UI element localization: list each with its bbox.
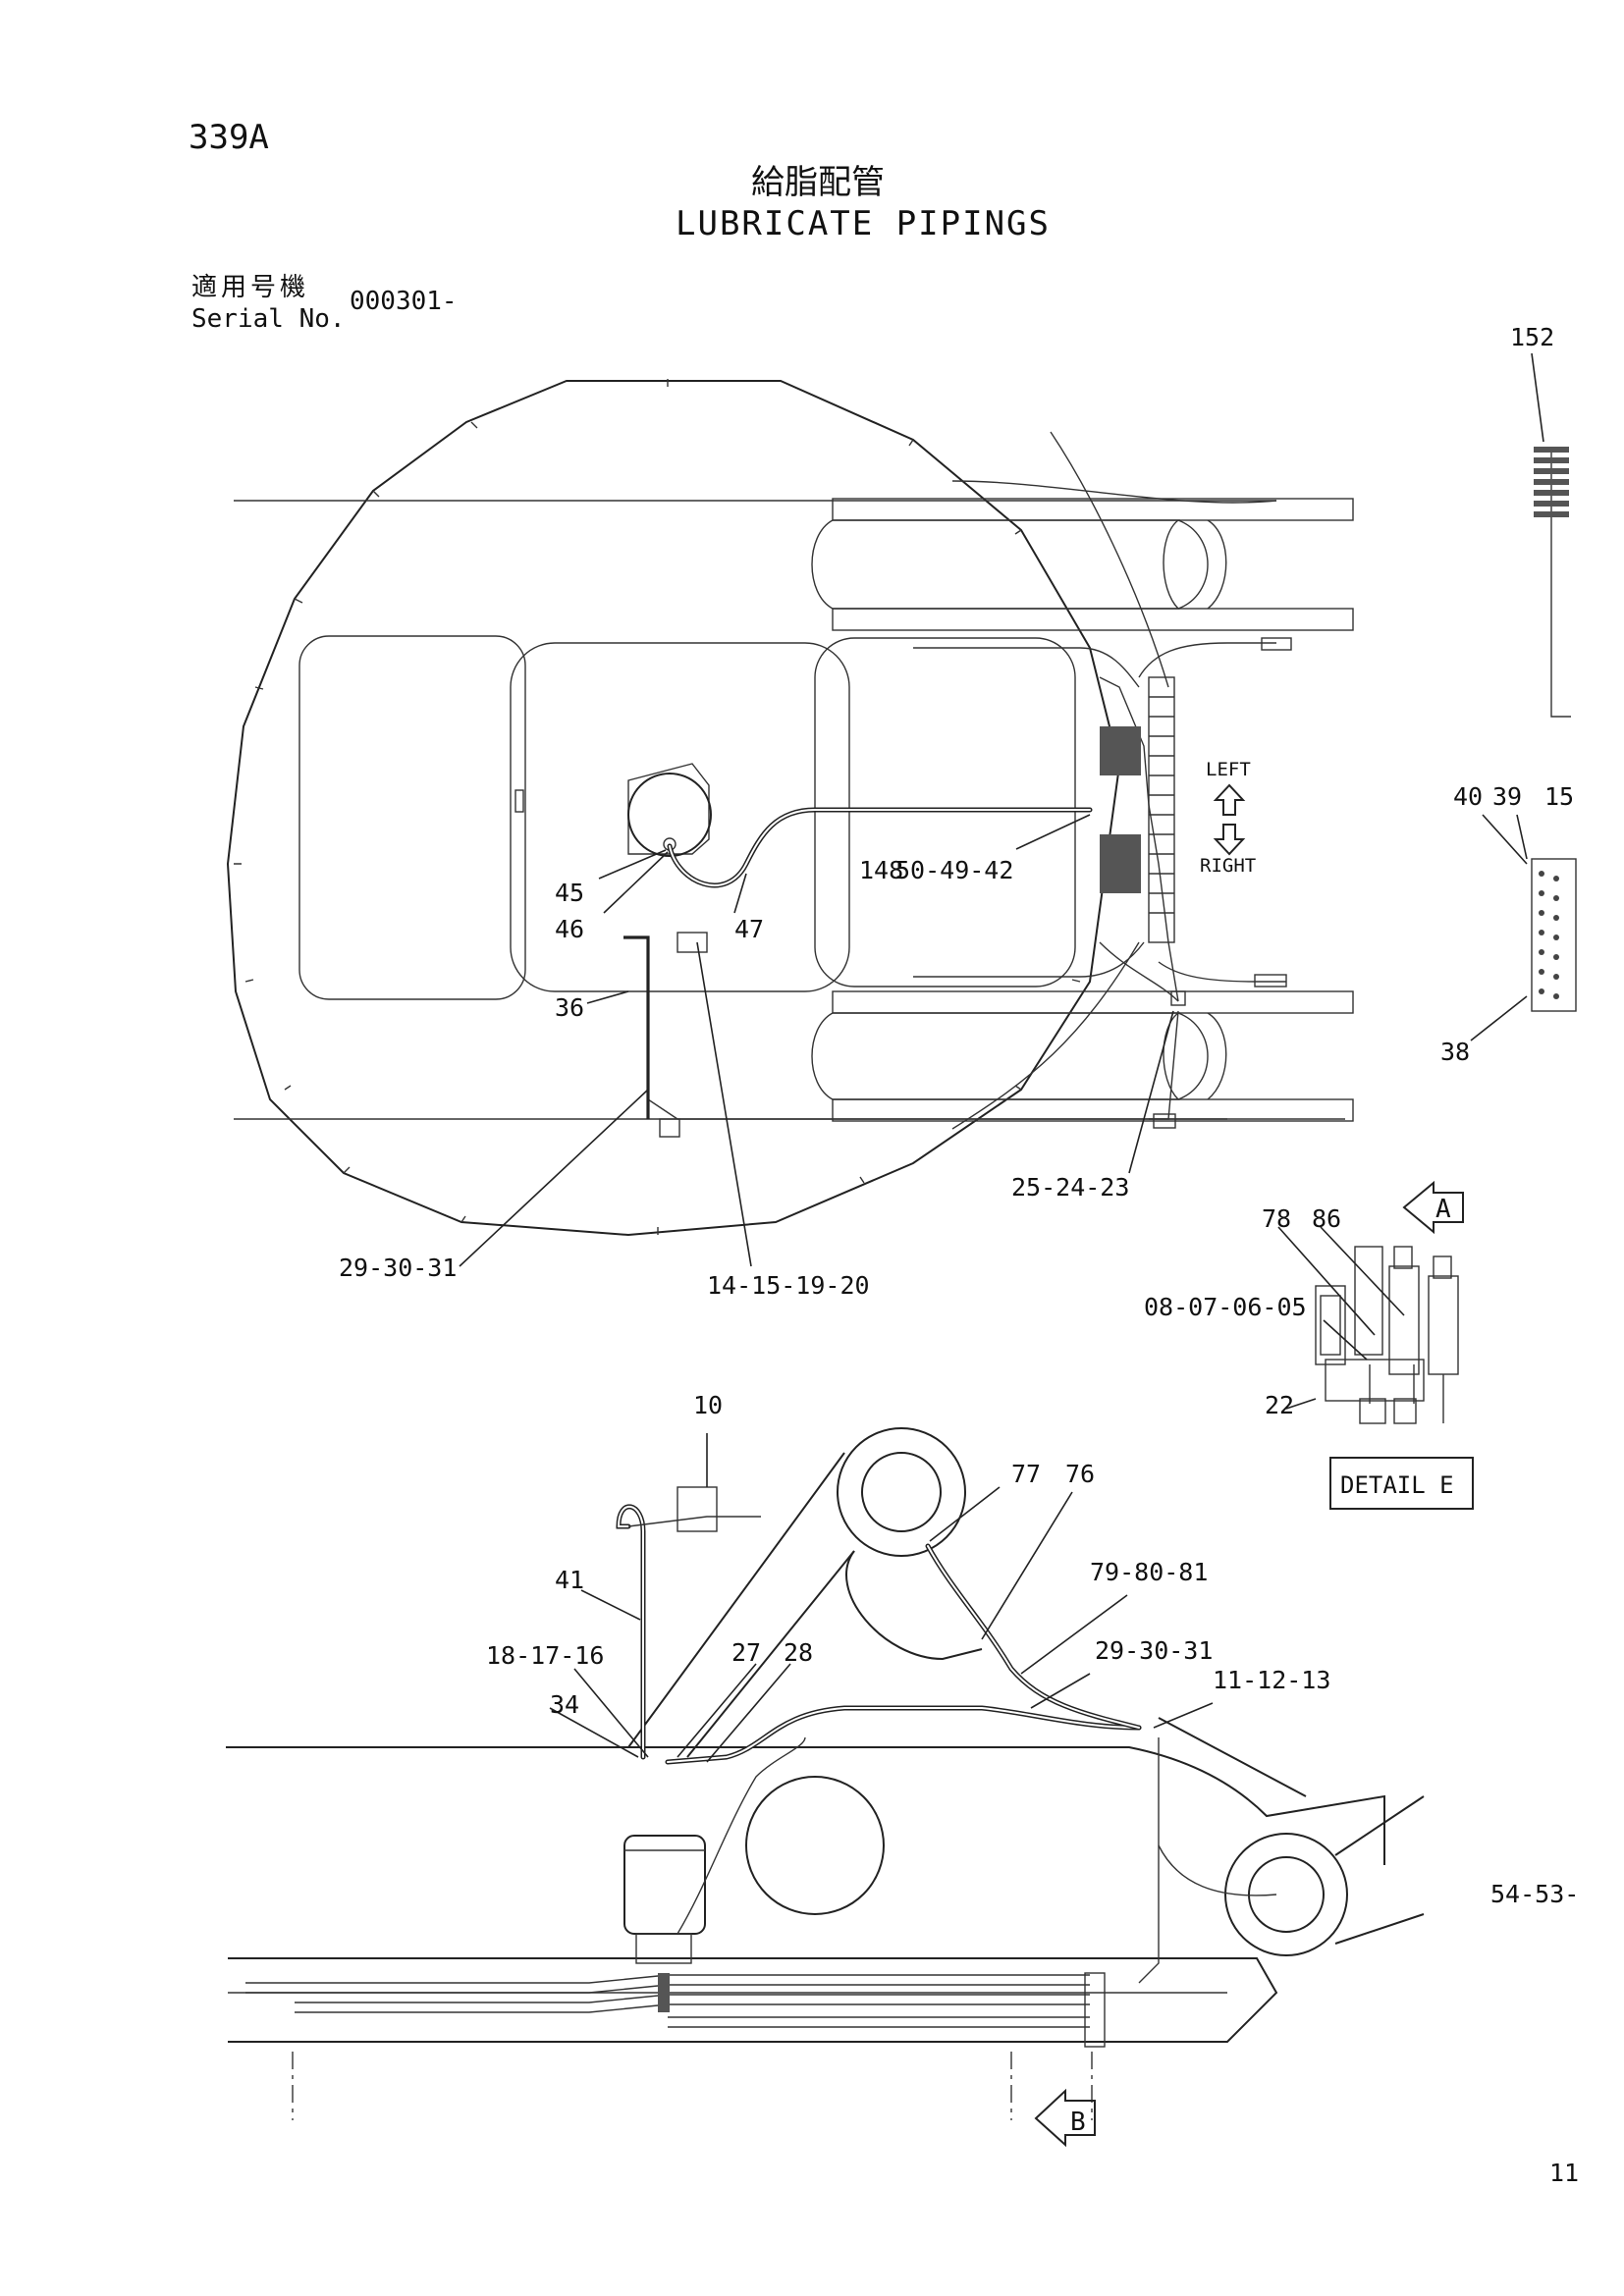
boom-pivot-outer	[837, 1427, 966, 1557]
label-22: 22	[1265, 1391, 1294, 1419]
arm-pivot-outer	[1224, 1833, 1348, 1956]
fitting-plate-38	[1531, 858, 1577, 1012]
label-152: 152	[1510, 323, 1554, 351]
boom-arm-body	[845, 1550, 983, 1661]
frame-line-top2	[951, 480, 1277, 504]
cab-box-left	[298, 635, 526, 1000]
label-41: 41	[555, 1566, 584, 1594]
label-29-30-31-top: 29-30-31	[339, 1254, 457, 1282]
label-15-partial: 15	[1544, 782, 1574, 811]
top-lube-lines	[647, 431, 1286, 1130]
detail-e-label: DETAIL E	[1340, 1471, 1454, 1499]
label-40: 40	[1453, 782, 1483, 811]
frame-circle	[745, 1776, 885, 1915]
arrow-down-icon	[1213, 824, 1246, 856]
label-29-30-31-bottom: 29-30-31	[1095, 1636, 1213, 1665]
detail-e-valves	[1315, 1246, 1459, 1424]
cab-latch	[514, 789, 524, 813]
grease-tank-top	[627, 763, 712, 857]
boom-bracket-lower	[811, 990, 1354, 1122]
main-frame-top-line	[226, 1746, 1385, 1865]
label-54-53-partial: 54-53-	[1490, 1880, 1579, 1908]
side-partial-view	[1531, 447, 1577, 1012]
direction-right: RIGHT	[1200, 855, 1256, 877]
label-27: 27	[731, 1638, 761, 1667]
label-77: 77	[1011, 1460, 1041, 1488]
distributor-block-lower	[1100, 834, 1141, 893]
boom-bracket-upper	[811, 498, 1354, 631]
label-11-12-13: 11-12-13	[1213, 1666, 1330, 1694]
bottom-view: B	[226, 1427, 1425, 2148]
label-38: 38	[1440, 1038, 1470, 1066]
pipe-to-arm	[1158, 1844, 1277, 1896]
label-34: 34	[550, 1690, 579, 1719]
label-39: 39	[1492, 782, 1522, 811]
view-a-arrow	[1402, 1180, 1464, 1235]
pipe-pump-to-frame	[677, 1736, 806, 1935]
page-mark: 11	[1549, 2159, 1579, 2187]
label-25-24-23: 25-24-23	[1011, 1173, 1129, 1201]
fitting-10	[677, 1486, 718, 1532]
pipe-36	[623, 935, 650, 1119]
label-86: 86	[1312, 1204, 1341, 1233]
label-78: 78	[1262, 1204, 1291, 1233]
leader-lines	[459, 352, 1544, 1763]
serial-label-english: Serial No.	[191, 304, 346, 334]
swing-circle-outline	[226, 380, 1121, 1237]
boom-pivot-inner	[861, 1452, 942, 1532]
distributor-block-upper	[1100, 726, 1141, 775]
header-block	[1084, 1972, 1106, 2048]
label-50-49-42: 50-49-42	[895, 856, 1013, 884]
label-47: 47	[734, 915, 764, 943]
view-b-label: B	[1070, 2108, 1086, 2137]
serial-label-japanese: 適用号機	[191, 273, 310, 302]
title-english: LUBRICATE PIPINGS	[676, 204, 1051, 243]
direction-left: LEFT	[1206, 759, 1251, 780]
top-view: LEFT RIGHT	[226, 379, 1354, 1237]
main-frame-bottom	[228, 1957, 1278, 2043]
label-18-17-16: 18-17-16	[486, 1641, 604, 1670]
circle-clamps	[234, 379, 1081, 1235]
pipe-41	[616, 1504, 646, 1760]
clamp-block	[658, 1973, 670, 2012]
arm-upper-link	[1158, 1717, 1307, 1797]
top-fittings	[659, 637, 1292, 1138]
label-45: 45	[555, 879, 584, 907]
label-36: 36	[555, 993, 584, 1022]
label-10: 10	[693, 1391, 723, 1419]
part-labels: 152 40 39 15 38 45 46 47 148 50-49-42 36…	[339, 323, 1579, 2187]
label-28: 28	[784, 1638, 813, 1667]
label-79-80-81: 79-80-81	[1090, 1558, 1208, 1586]
grease-pump-side	[623, 1835, 706, 1964]
cab-box-center	[510, 642, 850, 992]
arrow-up-icon	[1213, 783, 1246, 816]
label-148: 148	[859, 856, 903, 884]
label-76: 76	[1065, 1460, 1095, 1488]
pipe-down-to-header	[1138, 1737, 1160, 1984]
detail-e: A DETAIL E	[1315, 1180, 1474, 1510]
header-lines	[245, 1974, 1090, 2028]
arm-pivot-inner	[1248, 1856, 1325, 1933]
view-a-label: A	[1435, 1195, 1451, 1224]
pipe-41-top	[627, 1516, 761, 1527]
label-14-15-19-20: 14-15-19-20	[707, 1271, 870, 1300]
detail-e-box	[1329, 1457, 1474, 1510]
boom-arm	[627, 1452, 855, 1758]
page-number: 339A	[189, 118, 269, 157]
label-08-07-06-05: 08-07-06-05	[1144, 1293, 1307, 1321]
title-japanese: 給脂配管	[751, 163, 885, 202]
fitting-column	[1148, 676, 1175, 943]
label-46: 46	[555, 915, 584, 943]
view-b-arrow	[1034, 2088, 1096, 2148]
serial-value: 000301-	[350, 287, 458, 316]
arm-body	[1334, 1795, 1425, 1945]
